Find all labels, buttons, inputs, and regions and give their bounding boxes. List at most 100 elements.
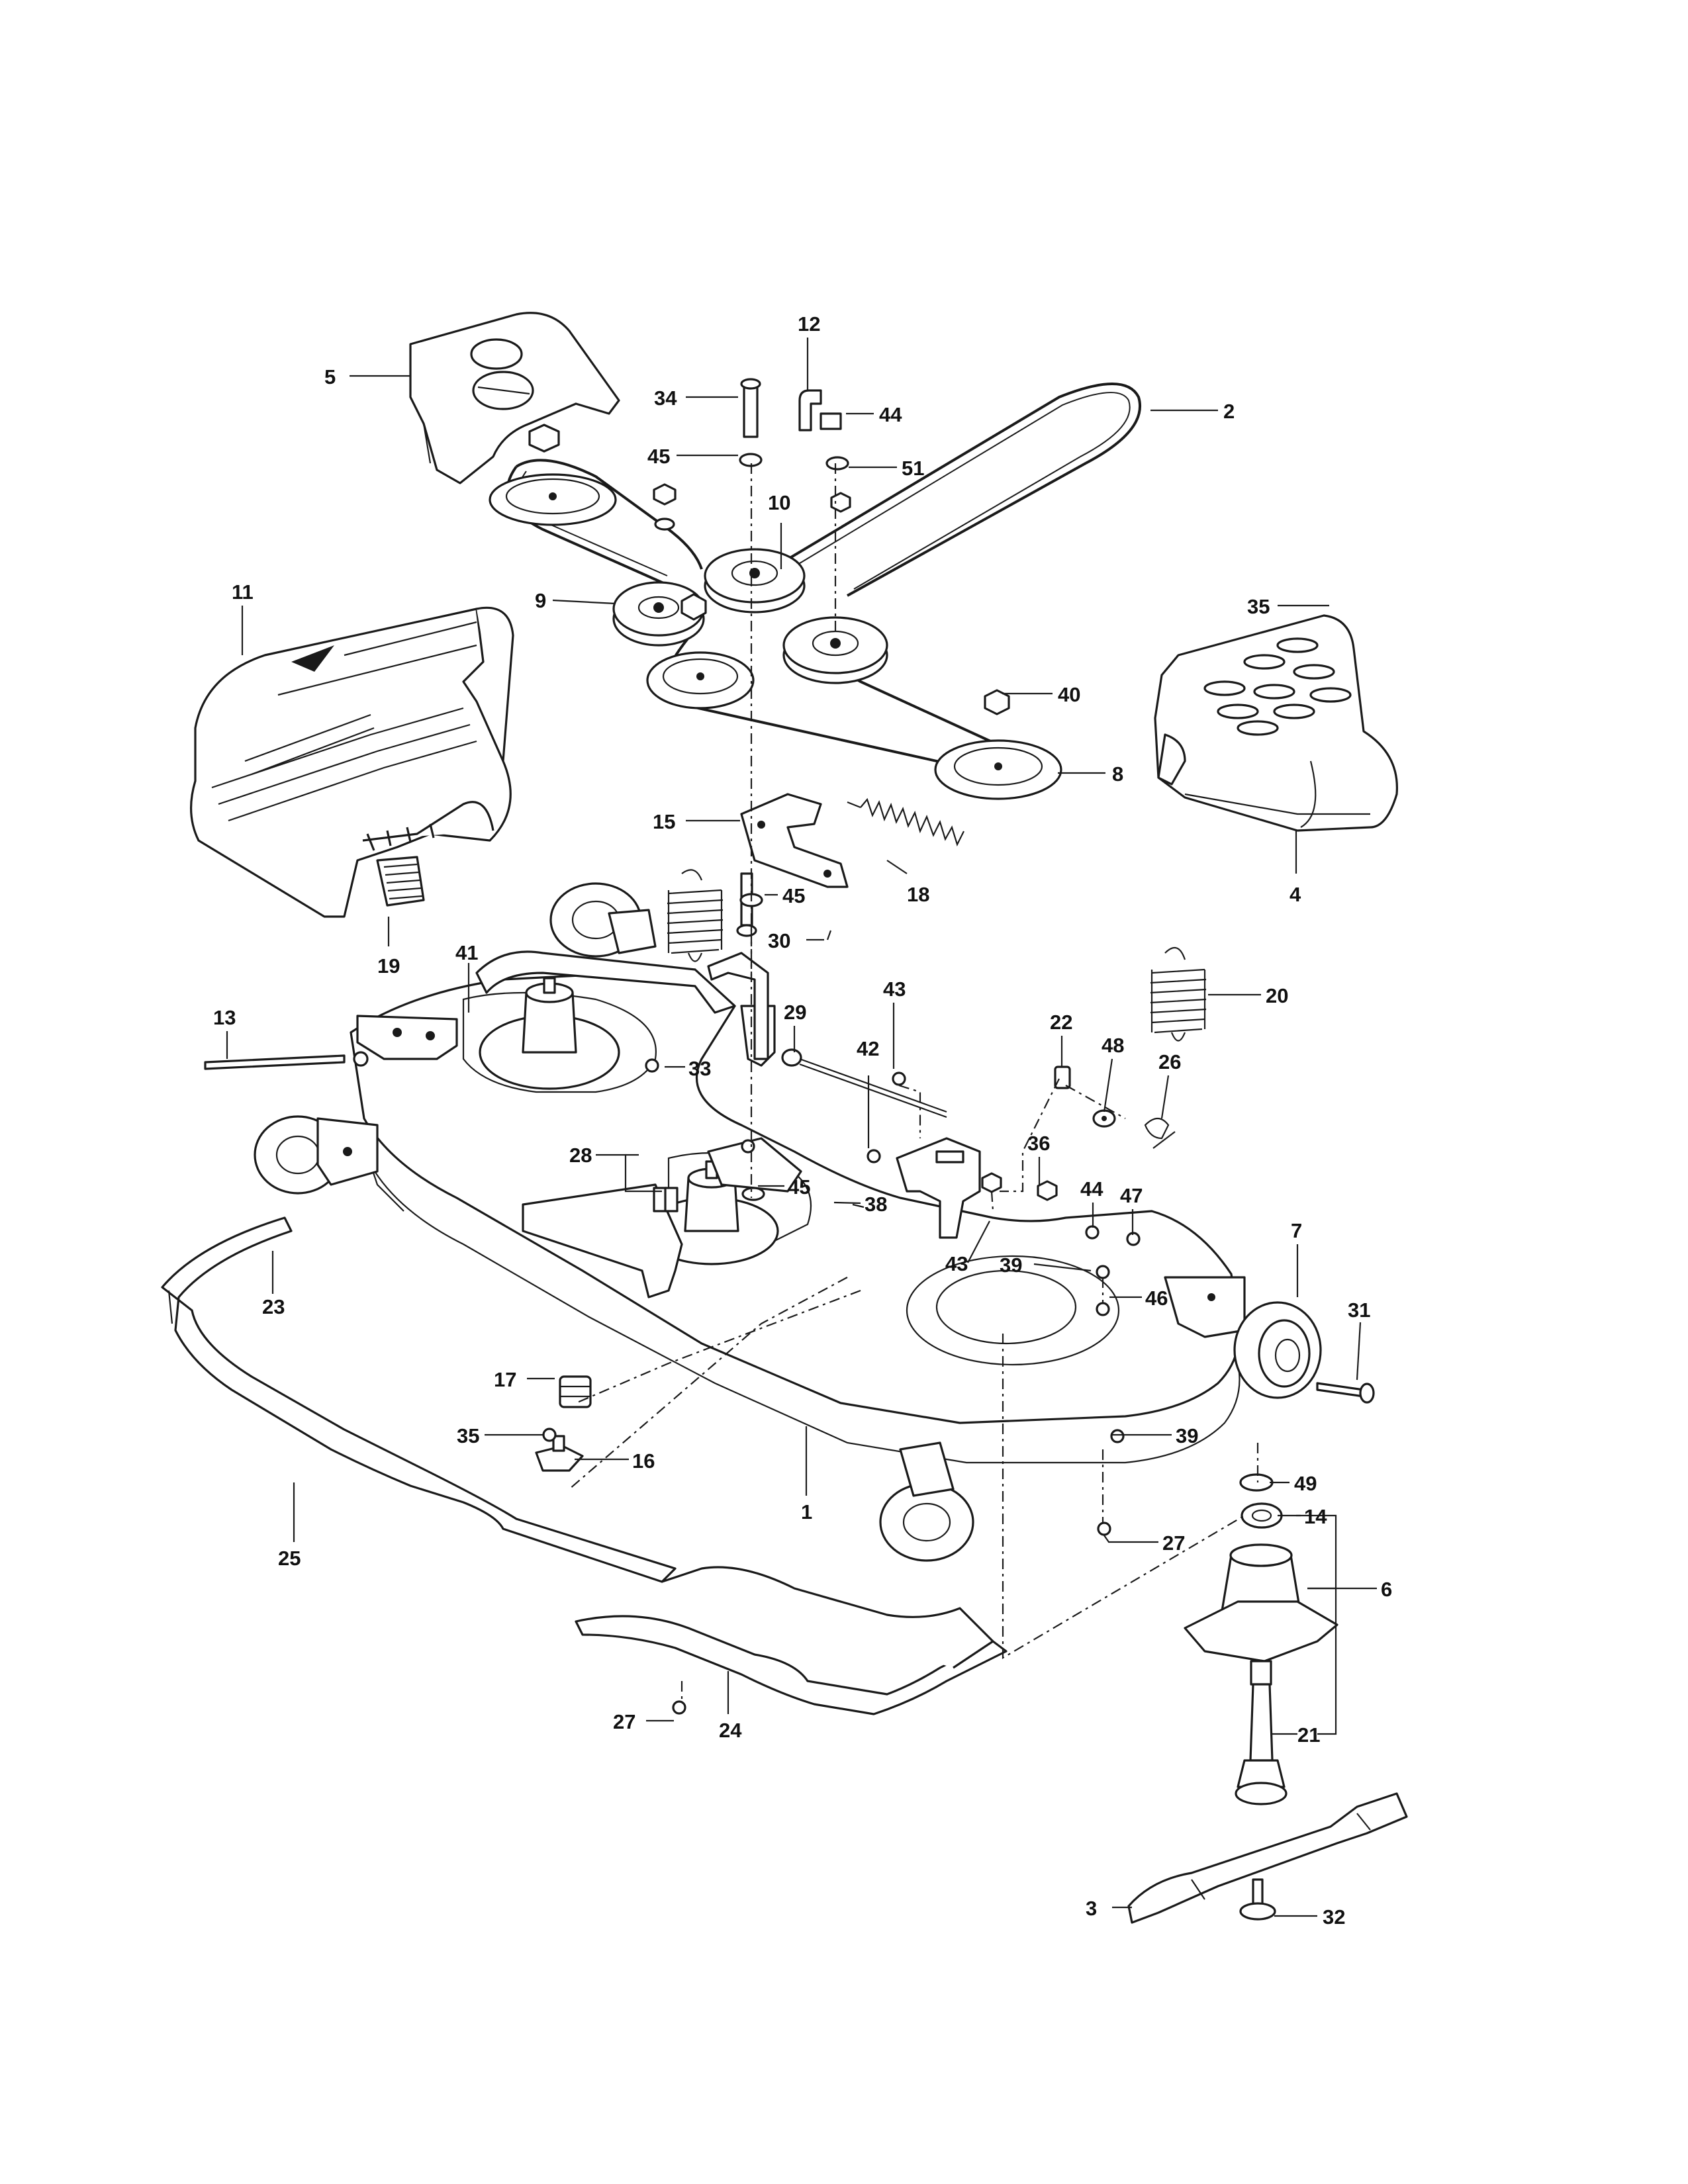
callout-26: 26 — [1158, 1050, 1181, 1073]
bumper-17 — [559, 1375, 592, 1408]
callout-44: 44 — [879, 403, 902, 426]
callout-11: 11 — [232, 580, 254, 604]
vent-slots — [1203, 637, 1352, 736]
callout-41: 41 — [455, 941, 478, 964]
callout-40: 40 — [1058, 683, 1080, 706]
callout-21: 21 — [1297, 1723, 1320, 1747]
belt-guide-12 — [798, 389, 842, 432]
callout-9: 9 — [535, 589, 546, 612]
torsion-spring-19 — [376, 856, 425, 907]
callout-10: 10 — [768, 491, 790, 514]
callout-labels: 5 12 34 44 2 45 51 10 11 9 35 40 8 15 4 … — [213, 312, 1392, 1929]
callout-38: 38 — [865, 1193, 887, 1216]
rod-29 — [781, 1048, 947, 1118]
deck-baffle — [522, 1137, 802, 1298]
callout-18: 18 — [907, 883, 929, 906]
callout-4: 4 — [1289, 883, 1301, 906]
callout-24: 24 — [719, 1719, 742, 1742]
spindle-assembly-6 — [1184, 1473, 1338, 1805]
callout-15: 15 — [653, 810, 675, 833]
bracket-16 — [535, 1435, 584, 1472]
pulley-left-deck — [489, 473, 617, 526]
callout-35: 35 — [1247, 595, 1270, 618]
extension-spring-left — [667, 869, 724, 962]
callout-12: 12 — [798, 312, 820, 336]
drive-belt — [506, 383, 1142, 777]
deck-left-bracket — [356, 1015, 458, 1060]
callout-27a: 27 — [1162, 1531, 1185, 1555]
bolt-32 — [1239, 1878, 1276, 1921]
deck-right-bracket — [1164, 1276, 1246, 1338]
callout-44b: 44 — [1080, 1177, 1103, 1201]
blade-3 — [1127, 1792, 1408, 1924]
leader-lines — [226, 338, 1377, 1917]
rod-13 — [204, 1051, 369, 1070]
callout-48: 48 — [1102, 1034, 1124, 1057]
callout-47: 47 — [1120, 1184, 1143, 1207]
idler-pulley-right — [782, 616, 888, 684]
hairpin-26 — [1144, 1117, 1176, 1149]
baffle-24 — [575, 1566, 1008, 1715]
callout-43b: 43 — [945, 1252, 968, 1275]
callout-22: 22 — [1050, 1011, 1072, 1034]
gauge-wheel-7 — [1233, 1301, 1322, 1399]
callout-51: 51 — [902, 457, 924, 480]
pulley-center — [646, 651, 755, 709]
callout-43a: 43 — [883, 978, 906, 1001]
extension-spring-18 — [847, 797, 964, 846]
gauge-wheel-front-left — [254, 1115, 379, 1195]
callout-13: 13 — [213, 1006, 236, 1029]
callout-1: 1 — [801, 1500, 812, 1524]
callout-45: 45 — [647, 445, 670, 468]
callout-32: 32 — [1323, 1905, 1345, 1929]
callout-28: 28 — [569, 1144, 592, 1167]
assembly-centerlines — [569, 463, 1259, 1701]
discharge-chute-11 — [190, 606, 514, 918]
callout-33: 33 — [688, 1057, 711, 1080]
callout-35b: 35 — [457, 1424, 479, 1447]
callout-23: 23 — [262, 1295, 285, 1318]
pulley-8 — [934, 739, 1062, 800]
gauge-wheel-front-right — [879, 1441, 974, 1562]
idler-arm-15 — [740, 793, 849, 888]
callout-17: 17 — [494, 1368, 516, 1391]
callout-39a: 39 — [1000, 1253, 1022, 1277]
callout-20: 20 — [1266, 984, 1288, 1007]
callout-42: 42 — [857, 1037, 879, 1060]
belt-shield-left-5 — [409, 312, 620, 484]
extension-spring-20 — [1150, 946, 1207, 1042]
pulley-hardware — [528, 378, 1010, 715]
callout-2: 2 — [1223, 400, 1235, 423]
callout-14: 14 — [1304, 1505, 1327, 1528]
callout-45c: 45 — [788, 1175, 810, 1199]
callout-7: 7 — [1291, 1219, 1302, 1242]
callout-34: 34 — [654, 387, 677, 410]
callout-19: 19 — [377, 954, 400, 978]
callout-30: 30 — [768, 929, 790, 952]
callout-3: 3 — [1086, 1897, 1097, 1920]
washer-48 — [1092, 1109, 1116, 1128]
callout-8: 8 — [1112, 762, 1123, 786]
rear-bracket-41 — [707, 952, 769, 1060]
callout-29: 29 — [784, 1001, 806, 1024]
bolt-31 — [1316, 1382, 1375, 1404]
callout-6: 6 — [1381, 1578, 1392, 1601]
adjust-bracket — [896, 1137, 981, 1239]
callout-16: 16 — [632, 1449, 655, 1473]
callout-39b: 39 — [1176, 1424, 1198, 1447]
nuts-bolts-misc — [542, 872, 1141, 1715]
baffle-23-25 — [161, 1216, 677, 1583]
callout-31: 31 — [1348, 1298, 1370, 1322]
idler-pulley-10 — [704, 548, 806, 614]
callout-5: 5 — [324, 365, 336, 388]
spacer-22 — [1054, 1066, 1071, 1089]
callout-46: 46 — [1145, 1287, 1168, 1310]
callout-36: 36 — [1027, 1132, 1050, 1155]
belt-shield-right-4 — [1154, 614, 1399, 832]
gauge-wheel-rear-left — [549, 882, 657, 958]
callout-25: 25 — [278, 1547, 301, 1570]
callout-45b: 45 — [782, 884, 805, 907]
callout-49: 49 — [1294, 1472, 1317, 1495]
spindle-left — [479, 977, 620, 1090]
